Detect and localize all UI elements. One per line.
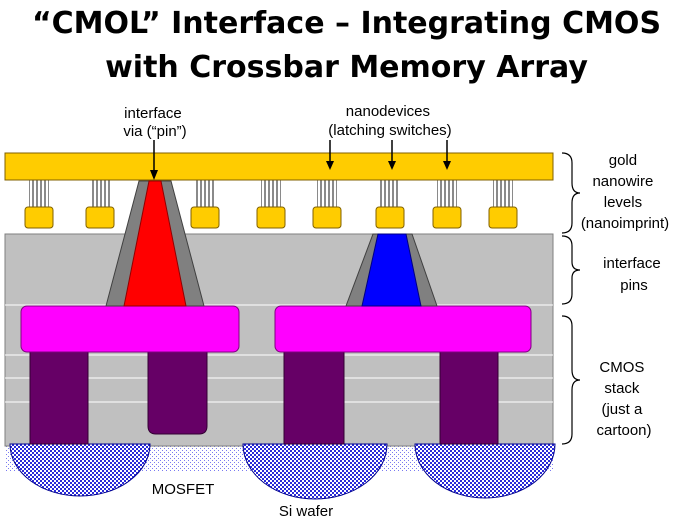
gold-pad bbox=[24, 206, 54, 229]
cmos-column bbox=[283, 344, 345, 445]
label-cmos-stack: CMOS stack (just a cartoon) bbox=[596, 359, 651, 439]
cmos-columns bbox=[29, 344, 499, 445]
gold-nanowire-bar bbox=[4, 152, 554, 181]
nanowire-connectors bbox=[29, 180, 513, 208]
gold-pad bbox=[432, 206, 462, 229]
label-si-wafer: Si wafer bbox=[279, 503, 333, 520]
mosfet-well-2 bbox=[242, 443, 388, 500]
cmos-column bbox=[439, 344, 499, 445]
nanodevice-pin-blue bbox=[361, 233, 422, 307]
brace-interface-pins bbox=[561, 235, 581, 305]
magenta-pad-left bbox=[20, 305, 240, 353]
label-gold-nanowire-levels: gold nanowire levels (nanoimprint) bbox=[581, 152, 669, 232]
gold-pad bbox=[256, 206, 286, 229]
title-line-2: with Crossbar Memory Array bbox=[105, 50, 588, 85]
brace-cmos bbox=[561, 315, 581, 445]
gold-pad bbox=[85, 206, 115, 229]
label-interface-via: interface via (“pin”) bbox=[123, 105, 186, 140]
mosfet-wells bbox=[9, 443, 556, 500]
title-line-1: “CMOL” Interface – Integrating CMOS bbox=[31, 6, 662, 41]
cmos-column bbox=[147, 344, 208, 435]
cmos-column bbox=[29, 344, 89, 445]
gold-nanowire-pads bbox=[24, 206, 518, 229]
gold-pad bbox=[488, 206, 518, 229]
braces bbox=[561, 152, 581, 445]
label-nanodevices: nanodevices (latching switches) bbox=[328, 103, 451, 139]
magenta-pad-right bbox=[274, 305, 532, 353]
gold-pad bbox=[375, 206, 405, 229]
slide-title: “CMOL” Interface – Integrating CMOS with… bbox=[0, 2, 693, 90]
brace-gold bbox=[561, 152, 581, 234]
pointer-arrows bbox=[150, 140, 451, 180]
label-interface-pins: interface pins bbox=[603, 255, 665, 294]
gold-pad bbox=[312, 206, 342, 229]
label-mosfet: MOSFET bbox=[152, 481, 215, 498]
mosfet-well-3 bbox=[414, 443, 556, 499]
gold-pad bbox=[190, 206, 220, 229]
mosfet-well-1 bbox=[9, 443, 151, 497]
interface-via-pin bbox=[123, 180, 187, 307]
